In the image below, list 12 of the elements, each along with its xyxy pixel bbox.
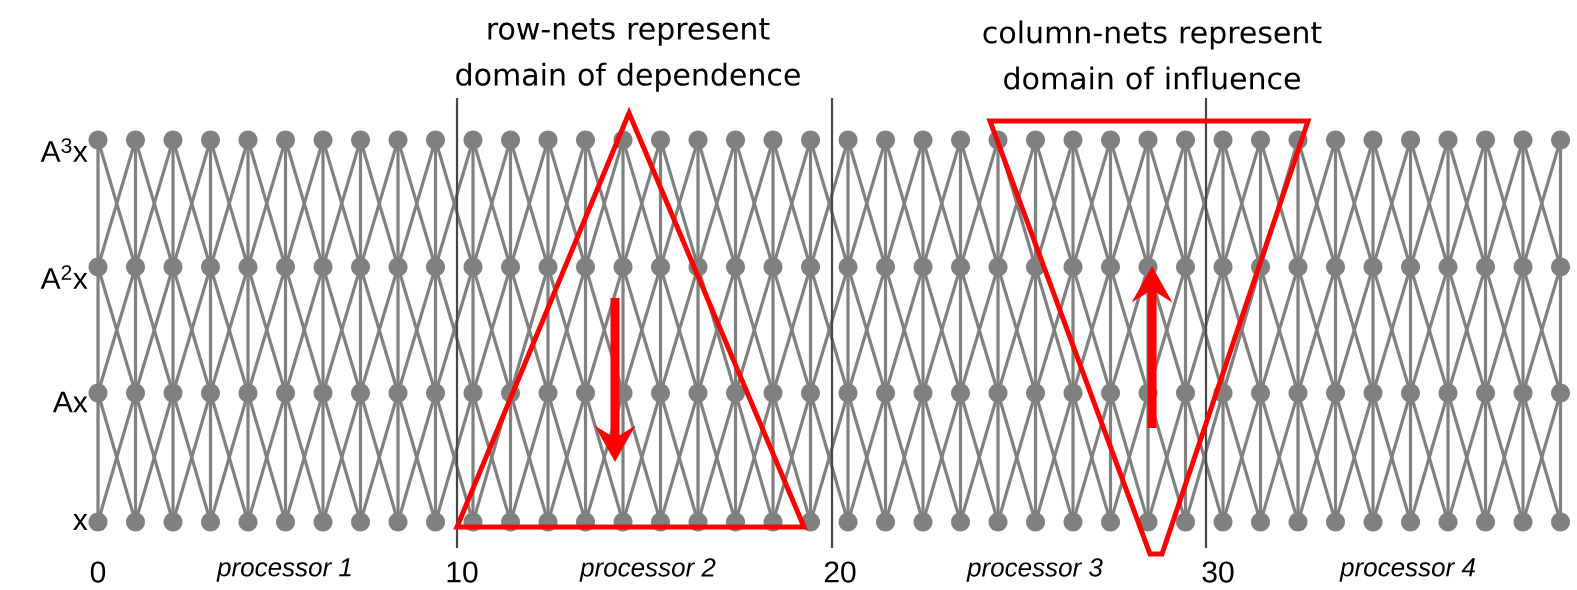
heading: column-nets represent domain of influence [983,20,1322,90]
axis-number: 10 [447,561,478,583]
axis-number: 0 [90,561,106,583]
axis-number: 20 [824,561,856,583]
processor-label: processor 4 [1339,558,1475,582]
row-label: A$^{2}$x [40,265,88,289]
heading: row-nets represent domain of dependence [456,18,800,92]
processor-label: processor 2 [579,558,716,582]
row-label: A$^{3}$x [40,138,88,162]
row-label: Ax [52,391,88,413]
row-label: x [73,514,88,530]
processor-label: processor 1 [216,558,351,582]
